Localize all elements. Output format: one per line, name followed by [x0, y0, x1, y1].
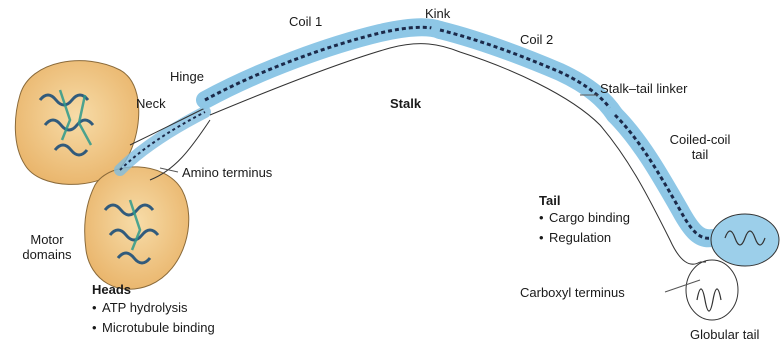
label-motor-domains-line2: domains	[12, 247, 82, 262]
label-globular-tail: Globular tail	[690, 327, 759, 342]
stalk-coiled-coil	[205, 27, 712, 264]
tail-function-list: Cargo binding Regulation	[539, 208, 630, 248]
label-neck: Neck	[136, 96, 166, 111]
label-stalk-tail-linker: Stalk–tail linker	[600, 81, 687, 96]
heads-function-list: ATP hydrolysis Microtubule binding	[92, 298, 215, 338]
label-motor-domains: Motor domains	[12, 232, 82, 262]
tail-function-item: Regulation	[539, 228, 630, 248]
motor-domain-lower	[85, 167, 189, 289]
label-hinge: Hinge	[170, 69, 204, 84]
heads-function-item: ATP hydrolysis	[92, 298, 215, 318]
label-kink: Kink	[425, 6, 450, 21]
label-stalk: Stalk	[390, 96, 421, 111]
heads-function-item: Microtubule binding	[92, 318, 215, 338]
label-motor-domains-line1: Motor	[12, 232, 82, 247]
label-carboxyl-terminus: Carboxyl terminus	[520, 285, 625, 300]
label-amino-terminus: Amino terminus	[182, 165, 272, 180]
label-coiled-coil-tail-line2: tail	[660, 147, 740, 162]
heads-box-title: Heads	[92, 282, 131, 297]
label-coil-1: Coil 1	[289, 14, 322, 29]
tail-box-title: Tail	[539, 193, 560, 208]
label-coiled-coil-tail: Coiled-coil tail	[660, 132, 740, 162]
label-coiled-coil-tail-line1: Coiled-coil	[660, 132, 740, 147]
tail-function-item: Cargo binding	[539, 208, 630, 228]
label-coil-2: Coil 2	[520, 32, 553, 47]
